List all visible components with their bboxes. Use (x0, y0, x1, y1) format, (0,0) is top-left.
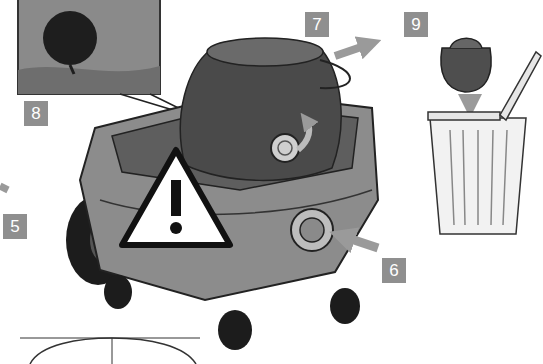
callout-number: 5 (3, 214, 27, 239)
push-arrow (342, 236, 378, 248)
step-arrow (0, 186, 8, 190)
callout-number: 6 (382, 258, 406, 283)
remove-arrow (335, 44, 370, 56)
warning-symbol (122, 150, 230, 245)
drop-arrow (466, 96, 474, 106)
callout-number: 8 (24, 101, 48, 126)
detail-inset (18, 0, 160, 94)
lift-arrow (298, 120, 309, 150)
hose-port (291, 209, 333, 251)
detail-circle (30, 338, 196, 364)
filter-disc (271, 134, 299, 162)
callout-number: 9 (404, 12, 428, 37)
callout-number: 7 (305, 12, 329, 37)
trash-bin (428, 52, 541, 234)
filter-bag (180, 50, 341, 180)
full-bag (441, 48, 491, 92)
caster-wheels (104, 275, 360, 350)
